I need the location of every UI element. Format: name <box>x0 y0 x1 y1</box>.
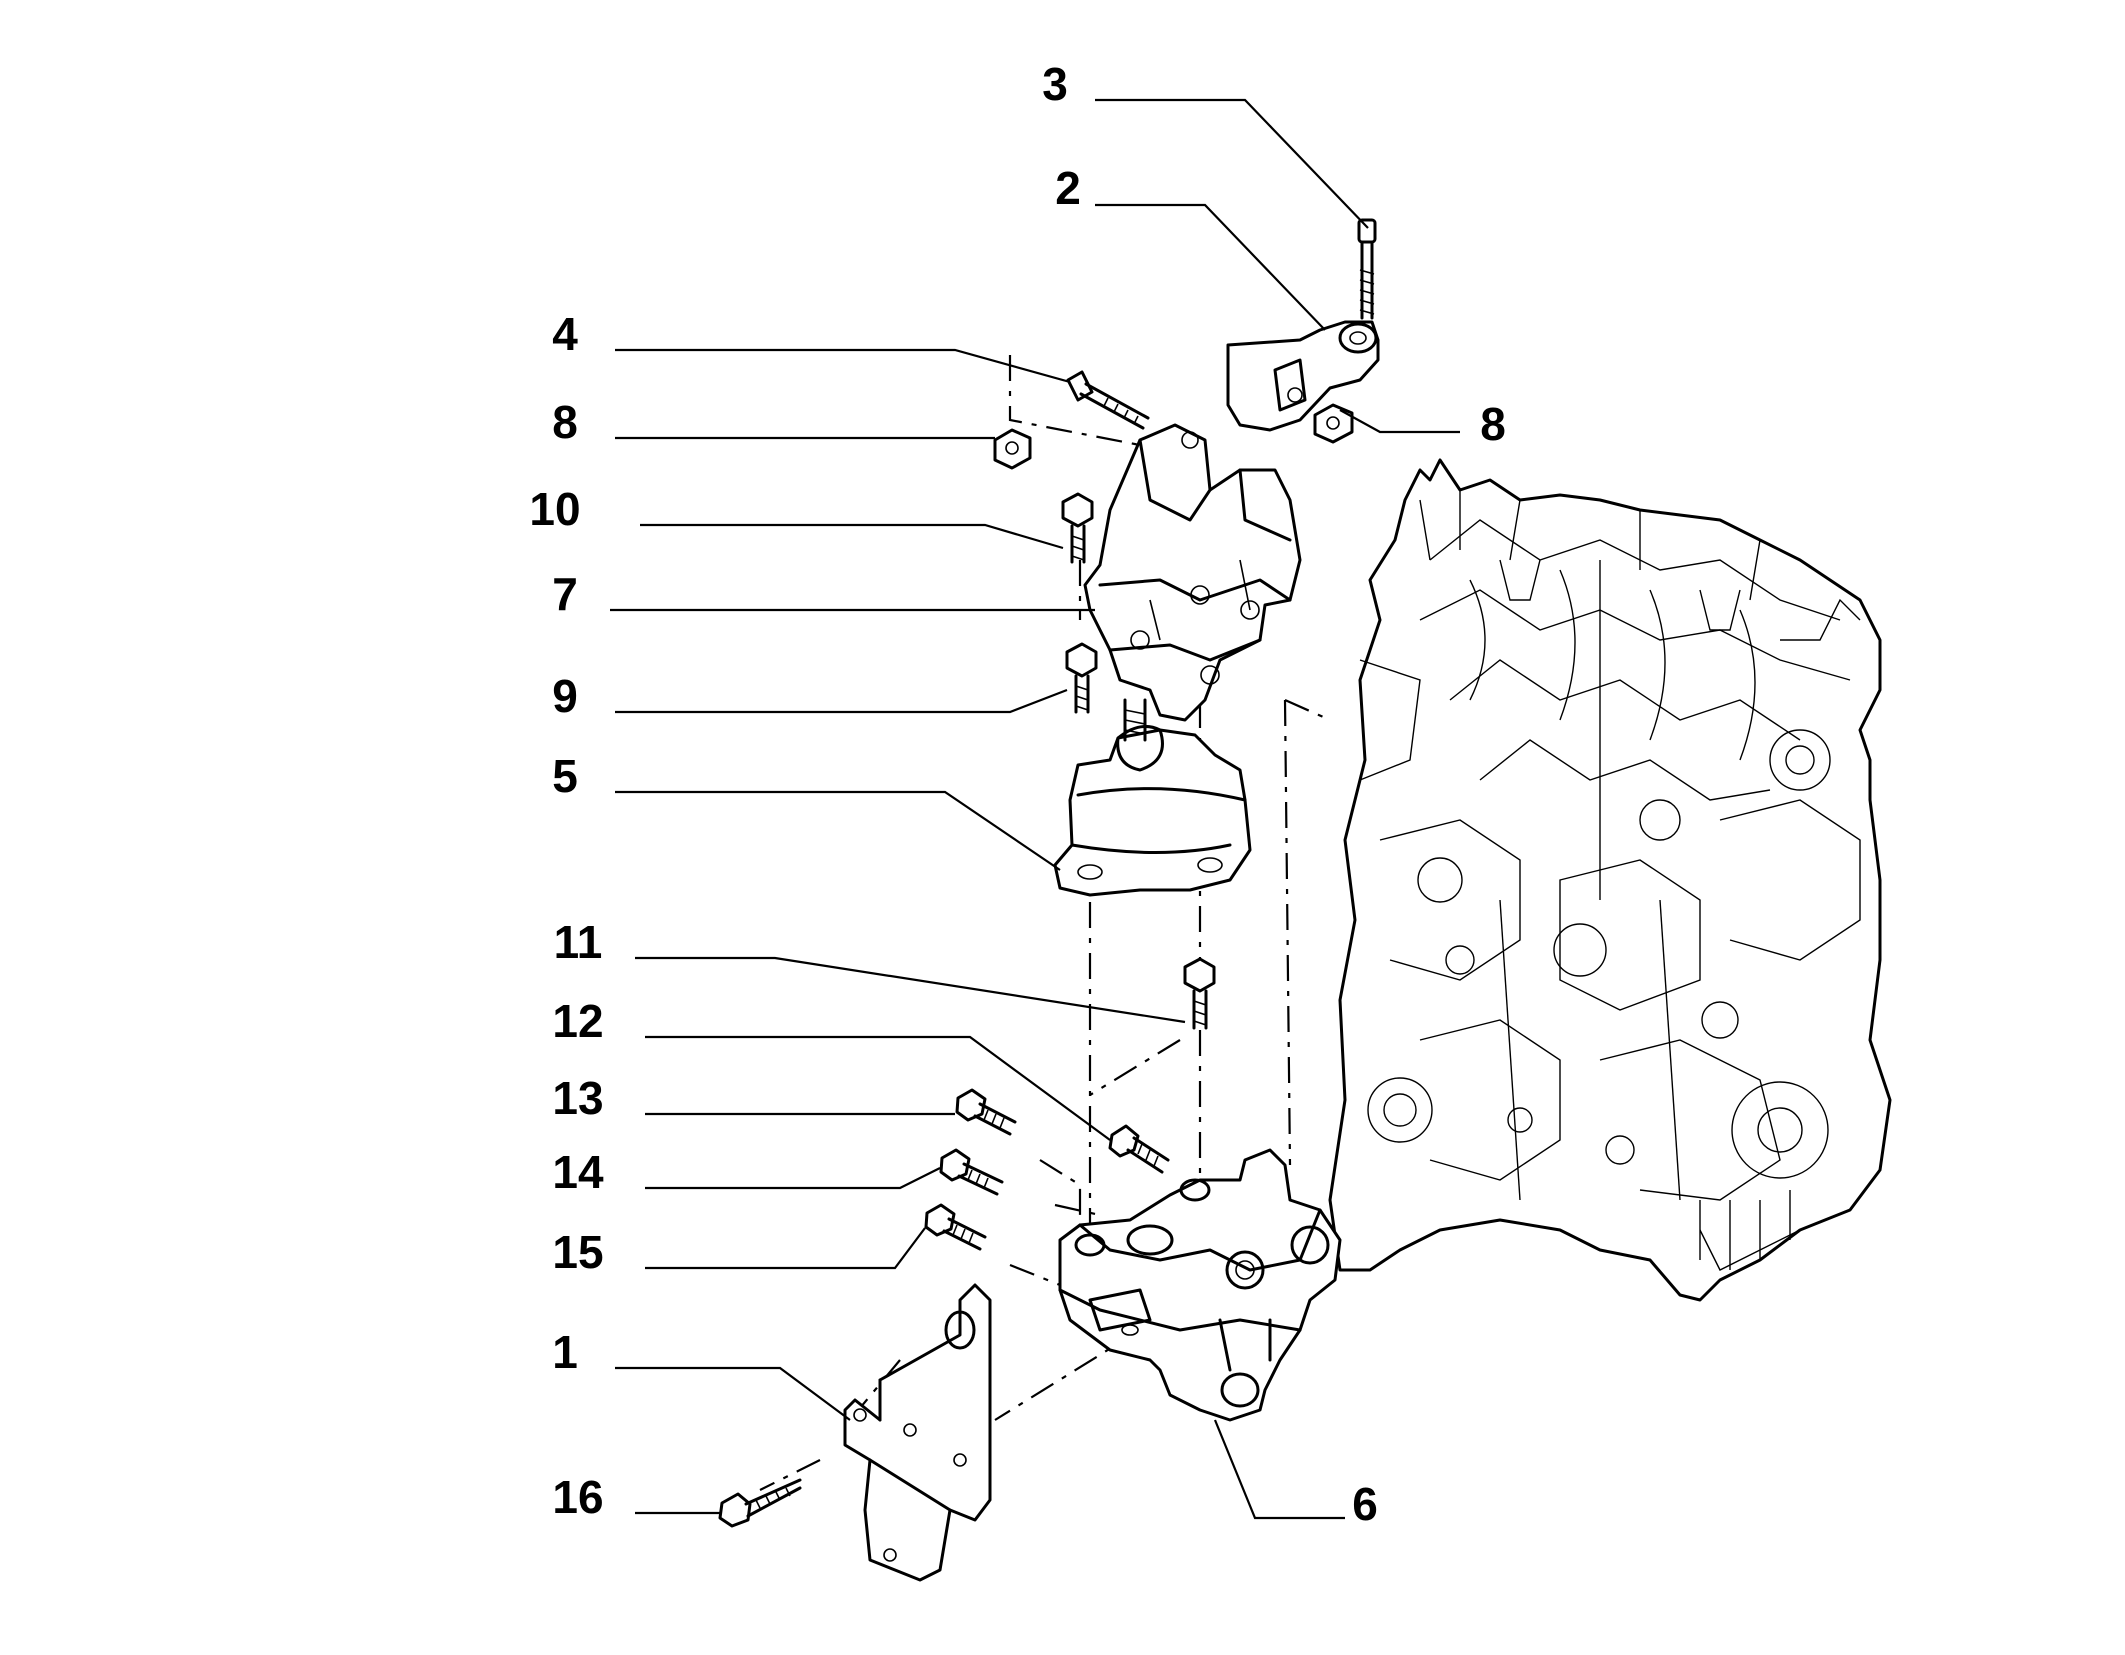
callout-8-left: 8 <box>552 396 578 448</box>
callout-6: 6 <box>1352 1478 1378 1530</box>
part-8-nut-right <box>1313 403 1354 444</box>
callout-13: 13 <box>552 1072 603 1124</box>
callout-14: 14 <box>552 1146 604 1198</box>
part-7-bracket <box>1083 423 1302 722</box>
part-14-bolt <box>939 1148 1004 1196</box>
callout-8-right: 8 <box>1480 398 1506 450</box>
part-9-bolt <box>1065 642 1098 714</box>
leader-15 <box>645 1227 926 1270</box>
leader-6 <box>1213 1419 1345 1520</box>
callout-16: 16 <box>552 1471 603 1523</box>
part-6-gearbox-mount <box>1058 1148 1342 1422</box>
part-16-screw <box>718 1478 802 1528</box>
leader-lines <box>610 98 1460 1520</box>
callout-1: 1 <box>552 1326 578 1378</box>
part-13-bolt <box>955 1088 1017 1136</box>
part-3-bolt <box>1357 218 1377 320</box>
leader-9 <box>615 688 1068 714</box>
callout-4: 4 <box>552 308 578 360</box>
part-15-bolt <box>924 1203 987 1251</box>
leader-14 <box>645 1167 941 1190</box>
callout-5: 5 <box>552 750 578 802</box>
leader-4 <box>615 348 1071 384</box>
callout-3: 3 <box>1042 58 1068 110</box>
part-11-bolt <box>1183 957 1216 1030</box>
leader-3 <box>1095 98 1369 229</box>
leader-5 <box>615 790 1061 871</box>
callout-9: 9 <box>552 670 578 722</box>
callout-12: 12 <box>552 995 603 1047</box>
part-8-nut-left <box>993 428 1032 470</box>
part-10-bolt <box>1061 492 1094 564</box>
callout-2: 2 <box>1055 162 1081 214</box>
part-2-upper-bracket <box>1226 320 1380 432</box>
part-12-bolt <box>1108 1124 1170 1174</box>
leader-10 <box>640 523 1064 550</box>
engine-block-illustration <box>1328 458 1892 1302</box>
leader-2 <box>1095 203 1326 331</box>
leader-11 <box>635 956 1186 1024</box>
callout-7: 7 <box>552 568 578 620</box>
part-1-support-plate <box>843 1283 992 1582</box>
callout-11: 11 <box>554 916 603 968</box>
leader-8-right <box>1339 409 1460 434</box>
callout-10: 10 <box>529 483 580 535</box>
callout-labels: 3 2 4 8 8 10 7 9 5 11 12 13 14 15 1 16 6 <box>529 58 1505 1530</box>
leader-12 <box>645 1035 1111 1141</box>
part-4-bolt <box>1066 370 1150 430</box>
part-5-engine-mount <box>1053 698 1252 897</box>
leader-1 <box>615 1366 851 1421</box>
callout-15: 15 <box>552 1226 603 1278</box>
